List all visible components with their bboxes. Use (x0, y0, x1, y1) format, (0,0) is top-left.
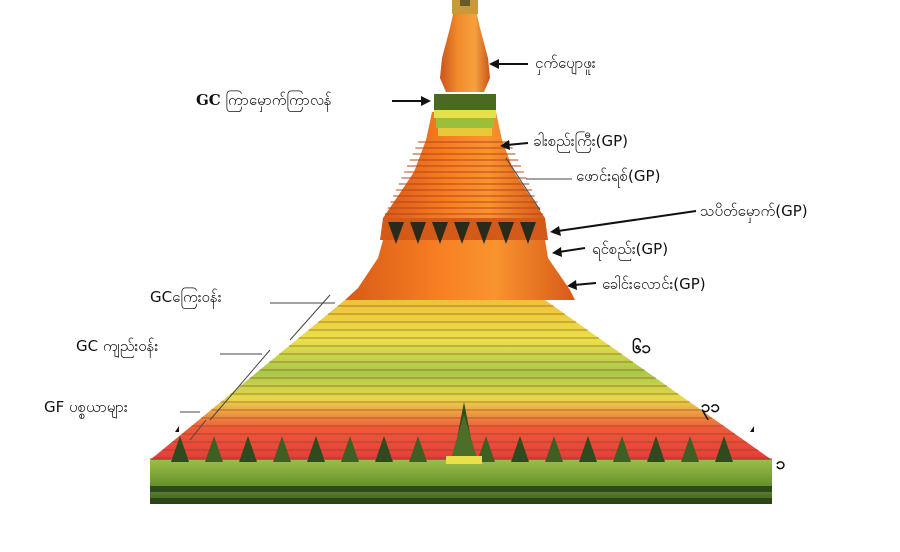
label-gc-lower-terrace: GC ကျည်းဝန်း (76, 337, 159, 355)
small-stupa (375, 436, 393, 462)
level-number-lower: ၁ (776, 454, 786, 474)
label-gc-upper-terrace: GCကြေးဝန်း (150, 288, 222, 306)
arrows (392, 59, 697, 290)
small-stupa-ring (171, 436, 733, 462)
label-crown-ring-text: ကြာမှောက်ကြာလန် (225, 91, 332, 109)
terrace-bracket-lines (180, 294, 335, 441)
spire (440, 0, 490, 92)
small-stupa (545, 436, 563, 462)
edge-markers (175, 426, 754, 432)
thapeik-petal (432, 222, 448, 244)
terraces (150, 300, 772, 460)
phaung-yit-rings (383, 112, 545, 218)
small-stupa (239, 436, 257, 462)
thapeik-petal (520, 222, 536, 244)
small-stupa (171, 436, 189, 462)
small-stupa (613, 436, 631, 462)
base-platform (150, 458, 772, 504)
small-stupa (307, 436, 325, 462)
thapeik-petal (388, 222, 404, 244)
thapeik-petal (476, 222, 492, 244)
small-stupa (205, 436, 223, 462)
label-crown-ring-prefix: GC (196, 91, 221, 109)
small-stupa (511, 436, 529, 462)
label-phaung-yit: ဖောင်းရစ်(GP) (576, 167, 661, 185)
small-stupa (273, 436, 291, 462)
front-small-stupa (446, 402, 482, 464)
label-thapeik-mhauk: သပိတ်မှောက်(GP) (700, 202, 808, 220)
label-bell-large: ခါးစည်းကြီး(GP) (533, 132, 628, 150)
lotus-bands (434, 94, 496, 136)
label-yin-si: ရင်စည်း(GP) (592, 240, 669, 258)
bell-body (345, 218, 575, 300)
level-number-upper: ၆၁ (632, 338, 652, 358)
label-hti-base: ငှက်ပျောဖူး (535, 54, 596, 72)
small-stupa (477, 436, 495, 462)
small-stupa (341, 436, 359, 462)
label-crown-ring: GC ကြာမှောက်ကြာလန် (196, 91, 332, 109)
small-stupa (715, 436, 733, 462)
label-gf-terraces: GF ပစ္စယာများ (44, 398, 128, 416)
small-stupa (579, 436, 597, 462)
thapeik-petal (454, 222, 470, 244)
thapeik-petal (498, 222, 514, 244)
right-leader-lines (505, 157, 572, 211)
level-number-middle: ၃၁ (701, 397, 721, 417)
label-khaung-laung: ခေါင်းလောင်း(GP) (602, 275, 706, 293)
small-stupa (681, 436, 699, 462)
thapeik-petal (410, 222, 426, 244)
small-stupa (409, 436, 427, 462)
small-stupa (647, 436, 665, 462)
